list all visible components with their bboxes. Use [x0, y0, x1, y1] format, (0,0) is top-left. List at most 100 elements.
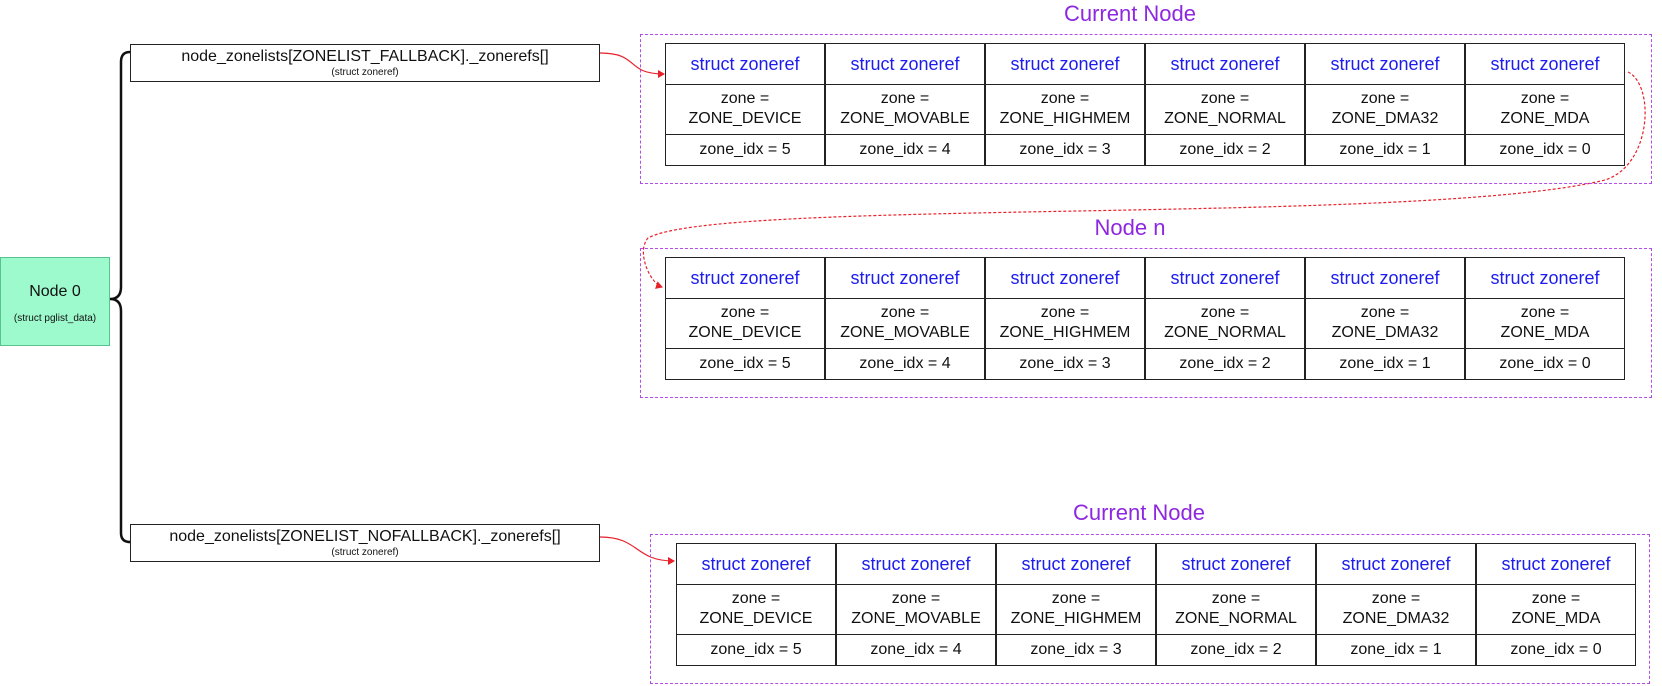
zoneref-idx: zone_idx = 4: [825, 348, 985, 380]
zoneref-cell: struct zoneref zone = ZONE_HIGHMEM zone_i…: [985, 43, 1145, 166]
zoneref-header: struct zoneref: [1145, 43, 1305, 85]
zone-value: ZONE_NORMAL: [1164, 110, 1286, 127]
zone-label: zone =: [1371, 590, 1421, 607]
zoneref-header: struct zoneref: [665, 43, 825, 85]
zoneref-cell: struct zoneref zone =ZONE_DMA32 zone_idx…: [1305, 43, 1465, 166]
zoneref-header: struct zoneref: [985, 257, 1145, 299]
zoneref-zone: zone =ZONE_HIGHMEM: [996, 584, 1156, 635]
zoneref-header: struct zoneref: [1156, 543, 1316, 585]
zoneref-cell: struct zoneref zone =ZONE_MDA zone_idx =…: [1465, 257, 1625, 380]
zoneref-header: struct zoneref: [996, 543, 1156, 585]
zone-label: zone =: [1531, 590, 1581, 607]
node-title: Node 0: [29, 283, 81, 300]
fallback-title: node_zonelists[ZONELIST_FALLBACK]._zoner…: [181, 48, 549, 65]
zoneref-zone: zone =ZONE_MOVABLE: [836, 584, 996, 635]
zoneref-idx: zone_idx = 0: [1465, 134, 1625, 166]
zone-value: ZONE_DMA32: [1331, 324, 1439, 341]
arrow-fallback-to-current: [599, 52, 665, 78]
group-node-n: struct zoneref zone = ZONE_DEVICE zone_id…: [640, 248, 1652, 398]
zoneref-zone: zone = ZONE_DEVICE: [665, 298, 825, 349]
zoneref-idx: zone_idx = 4: [825, 134, 985, 166]
zoneref-header: struct zoneref: [676, 543, 836, 585]
zone-value: ZONE_MOVABLE: [840, 110, 970, 127]
zone-value: ZONE_HIGHMEM: [999, 110, 1131, 127]
arrow-current-to-node-n: [642, 71, 1646, 289]
zone-label: zone =: [1360, 304, 1410, 321]
zoneref-header: struct zoneref: [1145, 257, 1305, 299]
zone-label: zone =: [1520, 304, 1570, 321]
zone-value: ZONE_DEVICE: [688, 110, 802, 127]
zoneref-header: struct zoneref: [665, 257, 825, 299]
zoneref-cell: struct zoneref zone = ZONE_DEVICE zone_id…: [676, 543, 836, 666]
zone-value: ZONE_MDA: [1511, 610, 1601, 627]
zoneref-cell: struct zoneref zone =ZONE_MOVABLE zone_i…: [825, 257, 985, 380]
zoneref-header: struct zoneref: [1305, 43, 1465, 85]
zoneref-idx: zone_idx = 5: [676, 634, 836, 666]
nofallback-title: node_zonelists[ZONELIST_NOFALLBACK]._zon…: [169, 528, 561, 545]
zoneref-zone: zone = ZONE_MOVABLE: [825, 298, 985, 349]
zoneref-idx: zone_idx = 2: [1145, 348, 1305, 380]
zone-label: zone =: [1040, 90, 1090, 107]
zoneref-header: struct zoneref: [985, 43, 1145, 85]
zoneref-zone: zone = ZONE_MDA: [1465, 298, 1625, 349]
zoneref-idx: zone_idx = 0: [1476, 634, 1636, 666]
group-title-current-node: Current Node: [1063, 1, 1197, 26]
zone-value: ZONE_NORMAL: [1175, 610, 1297, 627]
zoneref-zone: zone = ZONE_DMA32: [1305, 298, 1465, 349]
zone-value: ZONE_HIGHMEM: [999, 324, 1131, 341]
zoneref-idx: zone_idx = 1: [1305, 134, 1465, 166]
zoneref-idx: zone_idx = 2: [1145, 134, 1305, 166]
zone-value: ZONE_DMA32: [1331, 110, 1439, 127]
zone-label: zone =: [1200, 304, 1250, 321]
zone-label: zone =: [731, 590, 781, 607]
zone-value: ZONE_DEVICE: [699, 610, 813, 627]
zoneref-zone: zone = ZONE_NORMAL: [1145, 298, 1305, 349]
zoneref-zone: zone = ZONE_DEVICE: [676, 584, 836, 635]
zone-label: zone =: [891, 590, 941, 607]
zone-label: zone =: [720, 304, 770, 321]
zoneref-header: struct zoneref: [1316, 543, 1476, 585]
group-title-current-node-nofallback: Current Node: [1072, 500, 1206, 525]
zone-value: ZONE_NORMAL: [1164, 324, 1286, 341]
zoneref-header: struct zoneref: [836, 543, 996, 585]
zoneref-cell: struct zoneref zone =ZONE_DMA32 zone_idx…: [1316, 543, 1476, 666]
zoneref-idx: zone_idx = 1: [1316, 634, 1476, 666]
zone-value: ZONE_MDA: [1500, 324, 1590, 341]
zoneref-header: struct zoneref: [1465, 43, 1625, 85]
zone-label: zone =: [720, 90, 770, 107]
zoneref-idx: zone_idx = 3: [985, 134, 1145, 166]
arrow-nofallback-to-current: [599, 536, 675, 565]
zone-label: zone =: [1040, 304, 1090, 321]
zone-value: ZONE_DEVICE: [688, 324, 802, 341]
zoneref-cell: struct zoneref zone = ZONE_NORMAL zone_id…: [1145, 43, 1305, 166]
zoneref-cell: struct zoneref zone =ZONE_NORMAL zone_id…: [1156, 543, 1316, 666]
zoneref-idx: zone_idx = 3: [985, 348, 1145, 380]
zone-value: ZONE_MOVABLE: [840, 324, 970, 341]
zone-label: zone =: [1051, 590, 1101, 607]
zoneref-header: struct zoneref: [1476, 543, 1636, 585]
zoneref-zone: zone =ZONE_MOVABLE: [825, 84, 985, 135]
zoneref-idx: zone_idx = 2: [1156, 634, 1316, 666]
zoneref-cell: struct zoneref zone =ZONE_HIGHMEM zone_i…: [996, 543, 1156, 666]
fallback-zonerefs-box: node_zonelists[ZONELIST_FALLBACK]._zoner…: [130, 44, 600, 82]
node-0: Node 0 (struct pglist_data): [0, 257, 110, 346]
zone-label: zone =: [1200, 90, 1250, 107]
zoneref-idx: zone_idx = 1: [1305, 348, 1465, 380]
zoneref-header: struct zoneref: [1305, 257, 1465, 299]
group-title-node-n: Node n: [1094, 215, 1166, 240]
zoneref-zone: zone = ZONE_HIGHMEM: [985, 298, 1145, 349]
zoneref-idx: zone_idx = 5: [665, 134, 825, 166]
zoneref-cell: struct zoneref zone = ZONE_NORMAL zone_id…: [1145, 257, 1305, 380]
zoneref-zone: zone = ZONE_HIGHMEM: [985, 84, 1145, 135]
zoneref-cell: struct zoneref zone = ZONE_DMA32 zone_idx…: [1305, 257, 1465, 380]
curly-brace: [109, 50, 131, 544]
zoneref-cell: struct zoneref zone =ZONE_MOVABLE zone_i…: [825, 43, 985, 166]
zoneref-header: struct zoneref: [825, 43, 985, 85]
fallback-subtitle: (struct zoneref): [331, 67, 399, 78]
zone-label: zone =: [880, 304, 930, 321]
zoneref-header: struct zoneref: [1465, 257, 1625, 299]
zoneref-idx: zone_idx = 5: [665, 348, 825, 380]
zoneref-zone: zone = ZONE_NORMAL: [1145, 84, 1305, 135]
zoneref-cell: struct zoneref zone =ZONE_MOVABLE zone_i…: [836, 543, 996, 666]
